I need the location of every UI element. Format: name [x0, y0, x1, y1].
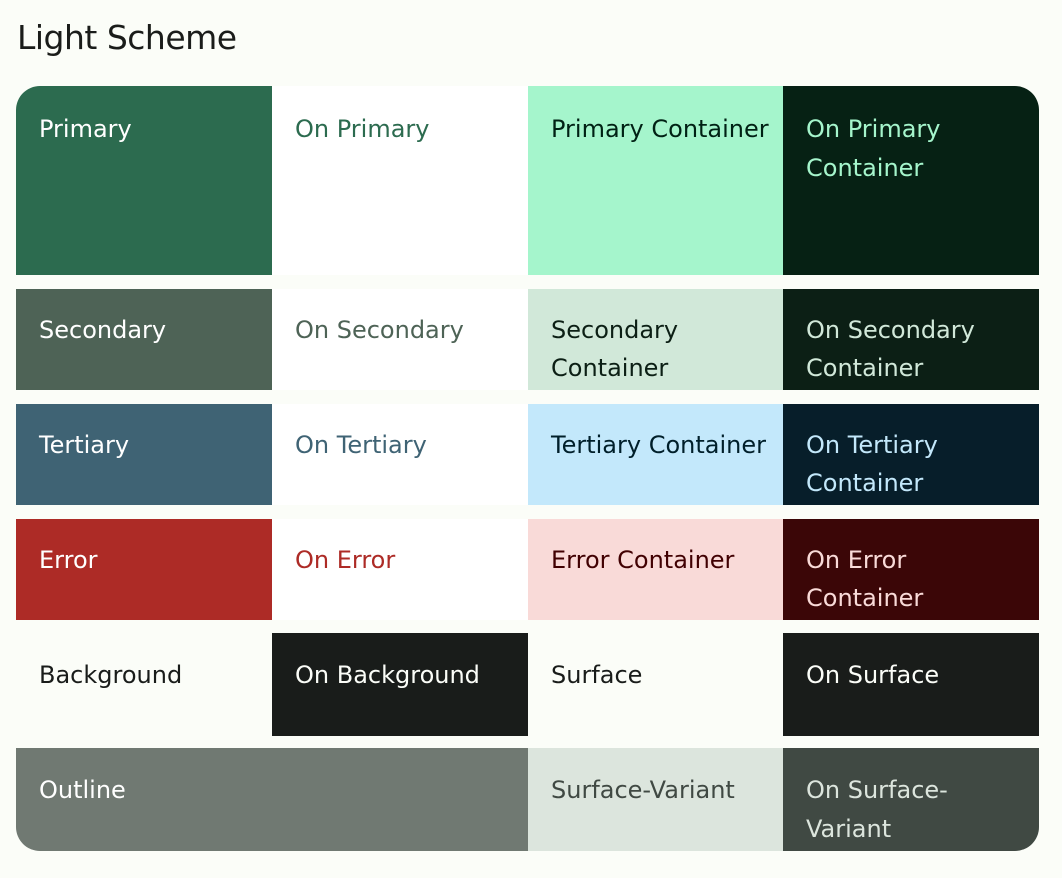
- swatch-tertiary-container: Tertiary Container: [528, 404, 783, 505]
- swatch-on-error: On Error: [272, 519, 528, 620]
- swatch-on-tertiary-container: On Tertiary Container: [783, 404, 1039, 505]
- swatch-on-surface-variant: On Surface-Variant: [783, 748, 1039, 851]
- swatch-on-error-container: On Error Container: [783, 519, 1039, 620]
- swatch-on-primary-container: On Primary Container: [783, 86, 1039, 275]
- swatch-surface-variant: Surface-Variant: [528, 748, 783, 851]
- swatch-primary-container: Primary Container: [528, 86, 783, 275]
- swatch-on-secondary-container: On Secondary Container: [783, 289, 1039, 390]
- swatch-error-container: Error Container: [528, 519, 783, 620]
- color-scheme-grid: Primary On Primary Primary Container On …: [16, 86, 1039, 851]
- error-row: Error On Error Error Container On Error …: [16, 519, 1039, 620]
- background-surface-row: Background On Background Surface On Surf…: [16, 633, 1039, 736]
- swatch-primary: Primary: [16, 86, 272, 275]
- swatch-secondary-container: Secondary Container: [528, 289, 783, 390]
- swatch-on-primary: On Primary: [272, 86, 528, 275]
- secondary-row: Secondary On Secondary Secondary Contain…: [16, 289, 1039, 390]
- swatch-error: Error: [16, 519, 272, 620]
- page-title: Light Scheme: [17, 18, 237, 57]
- swatch-background: Background: [16, 633, 272, 736]
- swatch-outline: Outline: [16, 748, 528, 851]
- swatch-on-surface: On Surface: [783, 633, 1039, 736]
- outline-variant-row: Outline Surface-Variant On Surface-Varia…: [16, 748, 1039, 851]
- swatch-on-secondary: On Secondary: [272, 289, 528, 390]
- swatch-secondary: Secondary: [16, 289, 272, 390]
- swatch-on-tertiary: On Tertiary: [272, 404, 528, 505]
- swatch-tertiary: Tertiary: [16, 404, 272, 505]
- swatch-on-background: On Background: [272, 633, 528, 736]
- tertiary-row: Tertiary On Tertiary Tertiary Container …: [16, 404, 1039, 505]
- primary-row: Primary On Primary Primary Container On …: [16, 86, 1039, 275]
- swatch-surface: Surface: [528, 633, 783, 736]
